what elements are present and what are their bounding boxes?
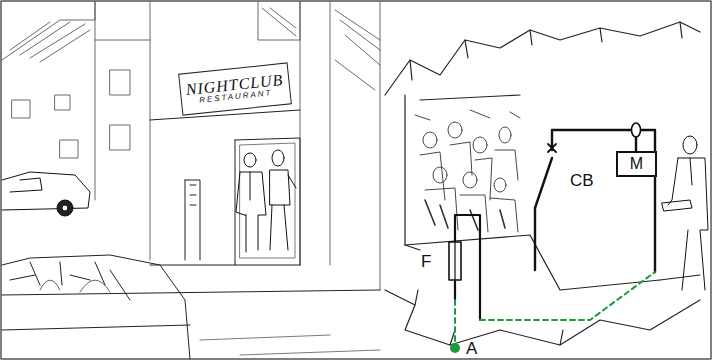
background-buildings xyxy=(2,2,380,290)
service-wiring xyxy=(449,215,480,320)
fuse-label: F xyxy=(421,253,431,270)
load-letter: M xyxy=(630,155,643,173)
earth-electrode xyxy=(450,343,460,353)
couple-figures xyxy=(236,150,296,252)
road-and-car xyxy=(2,255,380,359)
circuit-wiring xyxy=(535,123,655,272)
nightclub-facade xyxy=(150,110,300,265)
breaker-label: CB xyxy=(570,172,594,189)
sign-board: NIGHTCLUBRESTAURANT xyxy=(178,62,292,115)
earth-conductor xyxy=(455,272,655,345)
parked-car xyxy=(2,172,90,216)
waiter-figure xyxy=(662,136,708,290)
earth-point-label: A xyxy=(466,340,477,357)
cutaway-outline xyxy=(385,22,700,345)
load-box: M xyxy=(616,151,657,177)
crowd-sketch xyxy=(415,110,520,232)
